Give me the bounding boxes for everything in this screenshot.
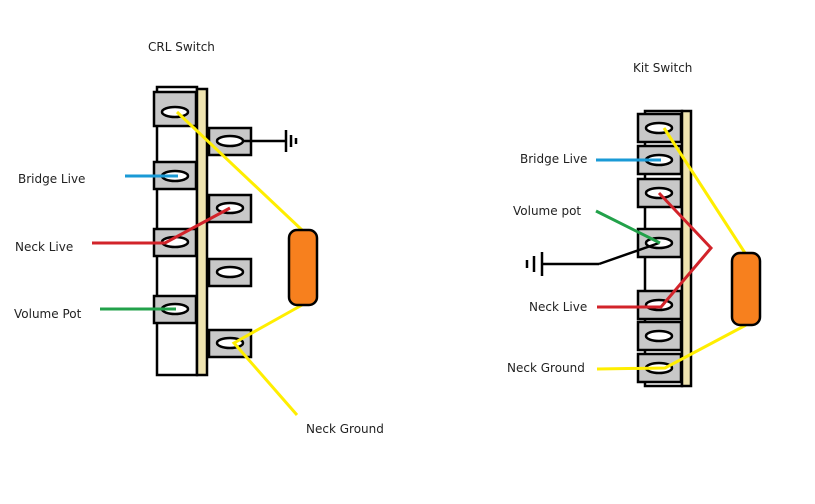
capacitor-right: [730, 251, 762, 327]
kit-switch-title: Kit Switch: [633, 61, 693, 75]
wire-neck-live-right: [597, 191, 714, 309]
wire-cap-bottom-right: [596, 323, 747, 371]
wire-neck-live-left: [92, 206, 231, 245]
label-neck-live-right: Neck Live: [529, 300, 588, 314]
crl-switch-title: CRL Switch: [148, 40, 215, 54]
wire-cap-top-left: [175, 110, 304, 232]
label-neck-live-left: Neck Live: [15, 240, 74, 254]
ground-symbol-left: [243, 130, 298, 152]
label-bridge-live-left: Bridge Live: [18, 172, 86, 186]
label-bridge-live-right: Bridge Live: [520, 152, 588, 166]
label-volume-pot-right: Volume pot: [513, 204, 582, 218]
wire-cap-top-right: [662, 127, 747, 254]
label-volume-pot-left: Volume Pot: [14, 307, 82, 321]
label-neck-ground-left: Neck Ground: [306, 422, 384, 436]
wire-volume-pot-right: [595, 209, 661, 245]
wire-cap-bottom-left: [231, 303, 303, 416]
capacitor-left: [287, 228, 319, 307]
crl-switch: [152, 85, 253, 377]
ground-symbol-right: [525, 241, 660, 276]
label-neck-ground-right: Neck Ground: [507, 361, 585, 375]
